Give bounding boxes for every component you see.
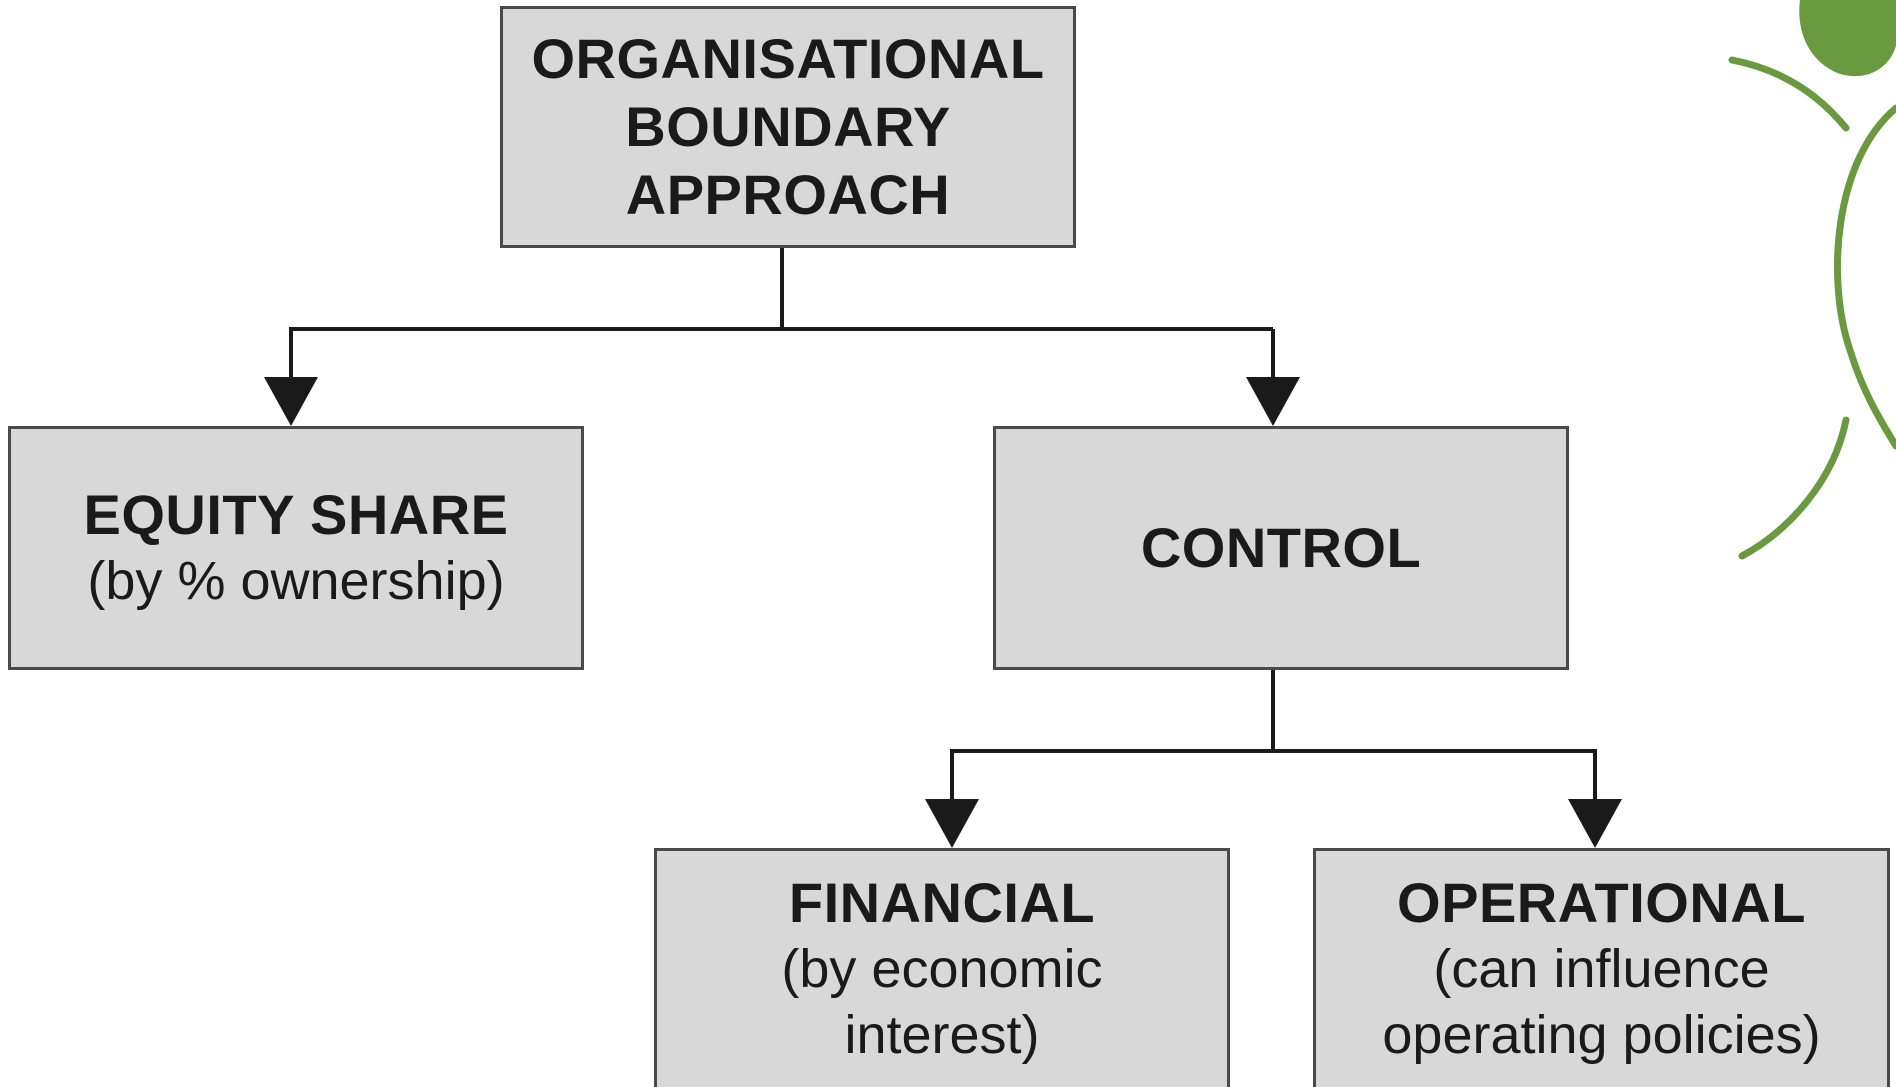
box-title: EQUITY SHARE [83, 482, 509, 546]
equity-share-box: EQUITY SHARE (by % ownership) [8, 426, 584, 670]
box-title: OPERATIONAL [1397, 870, 1806, 934]
box-subtitle: (can influence operating policies) [1382, 939, 1821, 1066]
box-title: CONTROL [1140, 515, 1422, 579]
leaf-branch-icon [1728, 0, 1896, 560]
box-title: ORGANISATIONAL BOUNDARY APPROACH [531, 26, 1045, 227]
organisational-boundary-approach-box: ORGANISATIONAL BOUNDARY APPROACH [500, 6, 1076, 248]
leaf-shape [1799, 0, 1896, 77]
arrowhead-equity [264, 377, 318, 426]
box-subtitle: (by economic interest) [781, 939, 1103, 1066]
branch-curve-small [1728, 56, 1850, 132]
box-subtitle: (by % ownership) [87, 551, 505, 612]
operational-box: OPERATIONAL (can influence operating pol… [1313, 848, 1890, 1087]
arrowhead-control [1246, 377, 1300, 426]
branch-curve-lower [1738, 416, 1850, 560]
financial-box: FINANCIAL (by economic interest) [654, 848, 1230, 1087]
arrowhead-financial [925, 799, 979, 848]
control-box: CONTROL [993, 426, 1569, 670]
branch-curve-large [1834, 104, 1896, 450]
box-title: FINANCIAL [788, 870, 1096, 934]
arrowhead-operational [1568, 799, 1622, 848]
